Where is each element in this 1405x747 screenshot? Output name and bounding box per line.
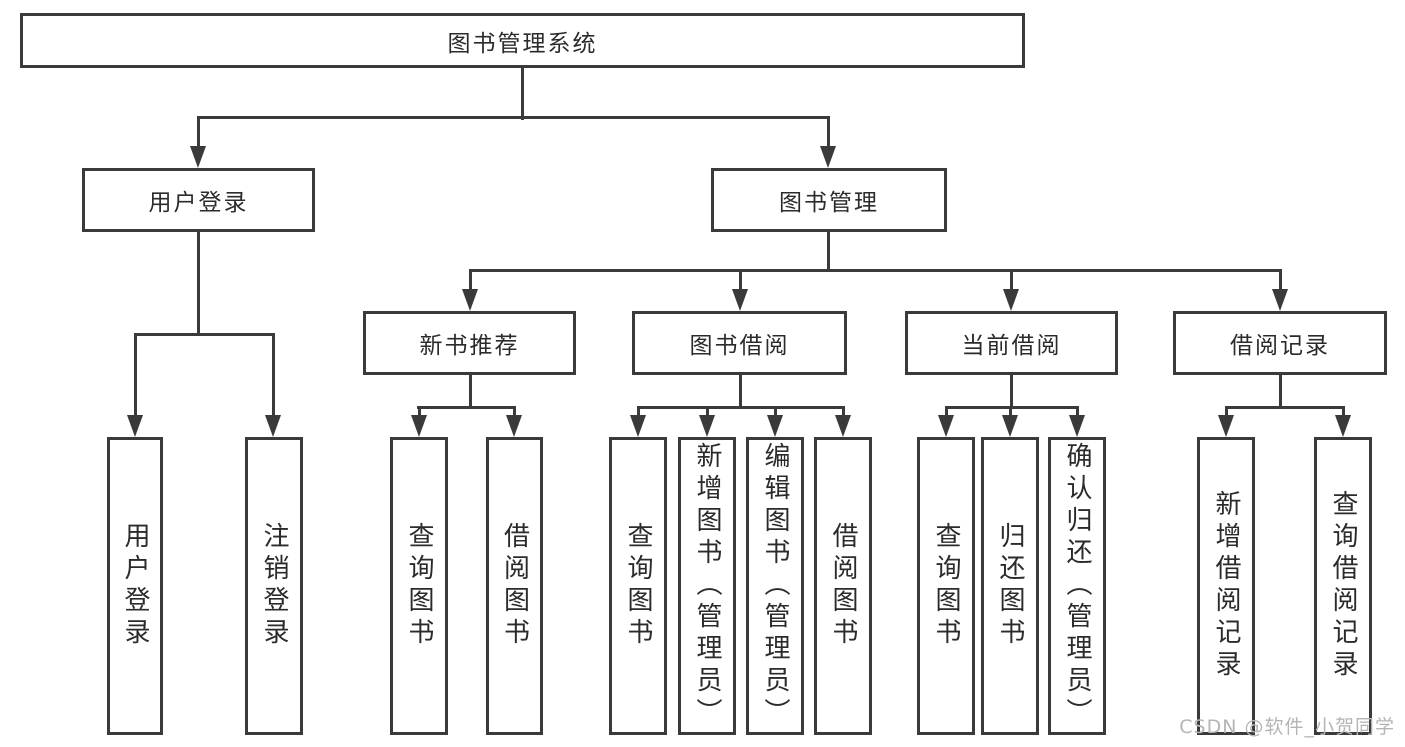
arrow-down-icon xyxy=(1003,289,1019,311)
leaf-user-login: 用户登录 xyxy=(107,437,163,735)
connector-line xyxy=(774,406,777,418)
leaf-confirm-return-admin: 确认归还（管理员） xyxy=(1048,437,1106,735)
arrow-down-icon xyxy=(1218,415,1234,437)
connector-line xyxy=(739,269,742,293)
connector-line xyxy=(1279,375,1282,409)
arrow-down-icon xyxy=(699,415,715,437)
leaf-label: 归还图书 xyxy=(995,522,1025,650)
leaf-return-books: 归还图书 xyxy=(981,437,1039,735)
connector-line xyxy=(637,406,845,409)
connector-line xyxy=(197,116,200,148)
leaf-label: 查询图书 xyxy=(931,522,961,650)
connector-line xyxy=(197,232,200,336)
leaf-label: 注销登录 xyxy=(259,522,289,650)
connector-line xyxy=(521,68,524,120)
leaf-add-borrow-record: 新增借阅记录 xyxy=(1197,437,1255,735)
connector-line xyxy=(1009,406,1012,418)
connector-line xyxy=(418,406,421,418)
connector-line xyxy=(827,116,830,148)
arrow-down-icon xyxy=(1069,415,1085,437)
connector-line xyxy=(1010,375,1013,409)
leaf-query-borrow-record: 查询借阅记录 xyxy=(1314,437,1372,735)
leaf-edit-book-admin: 编辑图书（管理员） xyxy=(746,437,804,735)
node-label: 新书推荐 xyxy=(419,333,520,359)
leaf-label: 编辑图书（管理员） xyxy=(760,442,790,730)
leaf-label: 查询借阅记录 xyxy=(1328,490,1358,682)
arrow-down-icon xyxy=(732,289,748,311)
arrow-down-icon xyxy=(938,415,954,437)
connector-line xyxy=(272,333,275,417)
watermark: CSDN @软件_小贺同学 xyxy=(1179,716,1395,738)
arrow-down-icon xyxy=(630,415,646,437)
arrow-down-icon xyxy=(820,146,836,168)
arrow-down-icon xyxy=(1272,289,1288,311)
connector-line xyxy=(134,333,137,417)
arrow-down-icon xyxy=(265,415,281,437)
leaf-logout-login: 注销登录 xyxy=(245,437,303,735)
connector-line xyxy=(945,406,1079,409)
leaf-add-book-admin: 新增图书（管理员） xyxy=(678,437,736,735)
connector-line xyxy=(827,232,830,272)
leaf-label: 确认归还（管理员） xyxy=(1062,442,1092,730)
connector-line xyxy=(637,406,640,418)
arrow-down-icon xyxy=(1335,415,1351,437)
connector-line xyxy=(417,406,516,409)
node-label: 图书管理系统 xyxy=(447,30,598,57)
arrow-down-icon xyxy=(835,415,851,437)
node-borrowing-records: 借阅记录 xyxy=(1173,311,1387,375)
node-label: 图书管理 xyxy=(779,190,879,216)
connector-line xyxy=(1225,406,1228,418)
connector-line xyxy=(739,375,742,409)
leaf-label: 新增借阅记录 xyxy=(1211,490,1241,682)
leaf-label: 借阅图书 xyxy=(828,522,858,650)
connector-line xyxy=(1342,406,1345,418)
node-library-management-system: 图书管理系统 xyxy=(20,13,1025,68)
arrow-down-icon xyxy=(767,415,783,437)
arrow-down-icon xyxy=(127,415,143,437)
connector-line xyxy=(197,116,829,119)
node-current-borrowing: 当前借阅 xyxy=(905,311,1118,375)
connector-line xyxy=(134,333,275,336)
leaf-query-books-recommend: 查询图书 xyxy=(390,437,448,735)
connector-line xyxy=(469,269,472,293)
leaf-borrow-books-borrowing: 借阅图书 xyxy=(814,437,872,735)
connector-line xyxy=(945,406,948,418)
connector-line xyxy=(1010,269,1013,293)
node-label: 当前借阅 xyxy=(961,333,1062,359)
arrow-down-icon xyxy=(1002,415,1018,437)
connector-line xyxy=(842,406,845,418)
leaf-label: 新增图书（管理员） xyxy=(692,442,722,730)
arrow-down-icon xyxy=(411,415,427,437)
leaf-query-books-borrowing: 查询图书 xyxy=(609,437,667,735)
connector-line xyxy=(469,375,472,409)
connector-line xyxy=(1225,406,1345,409)
node-new-book-recommend: 新书推荐 xyxy=(363,311,576,375)
leaf-borrow-books-recommend: 借阅图书 xyxy=(486,437,543,735)
node-label: 用户登录 xyxy=(148,190,249,216)
leaf-label: 查询图书 xyxy=(404,522,434,650)
arrow-down-icon xyxy=(506,415,522,437)
connector-line xyxy=(1076,406,1079,418)
connector-line xyxy=(706,406,709,418)
connector-line xyxy=(1279,269,1282,293)
connector-line xyxy=(469,269,1282,272)
arrow-down-icon xyxy=(462,289,478,311)
node-book-borrowing: 图书借阅 xyxy=(632,311,847,375)
arrow-down-icon xyxy=(190,146,206,168)
node-book-management: 图书管理 xyxy=(711,168,947,232)
node-label: 借阅记录 xyxy=(1230,333,1330,359)
leaf-label: 查询图书 xyxy=(623,522,653,650)
connector-line xyxy=(513,406,516,418)
node-user-login: 用户登录 xyxy=(82,168,315,232)
leaf-label: 借阅图书 xyxy=(499,522,530,650)
node-label: 图书借阅 xyxy=(689,333,790,359)
leaf-label: 用户登录 xyxy=(120,522,150,650)
leaf-query-books-current: 查询图书 xyxy=(917,437,975,735)
